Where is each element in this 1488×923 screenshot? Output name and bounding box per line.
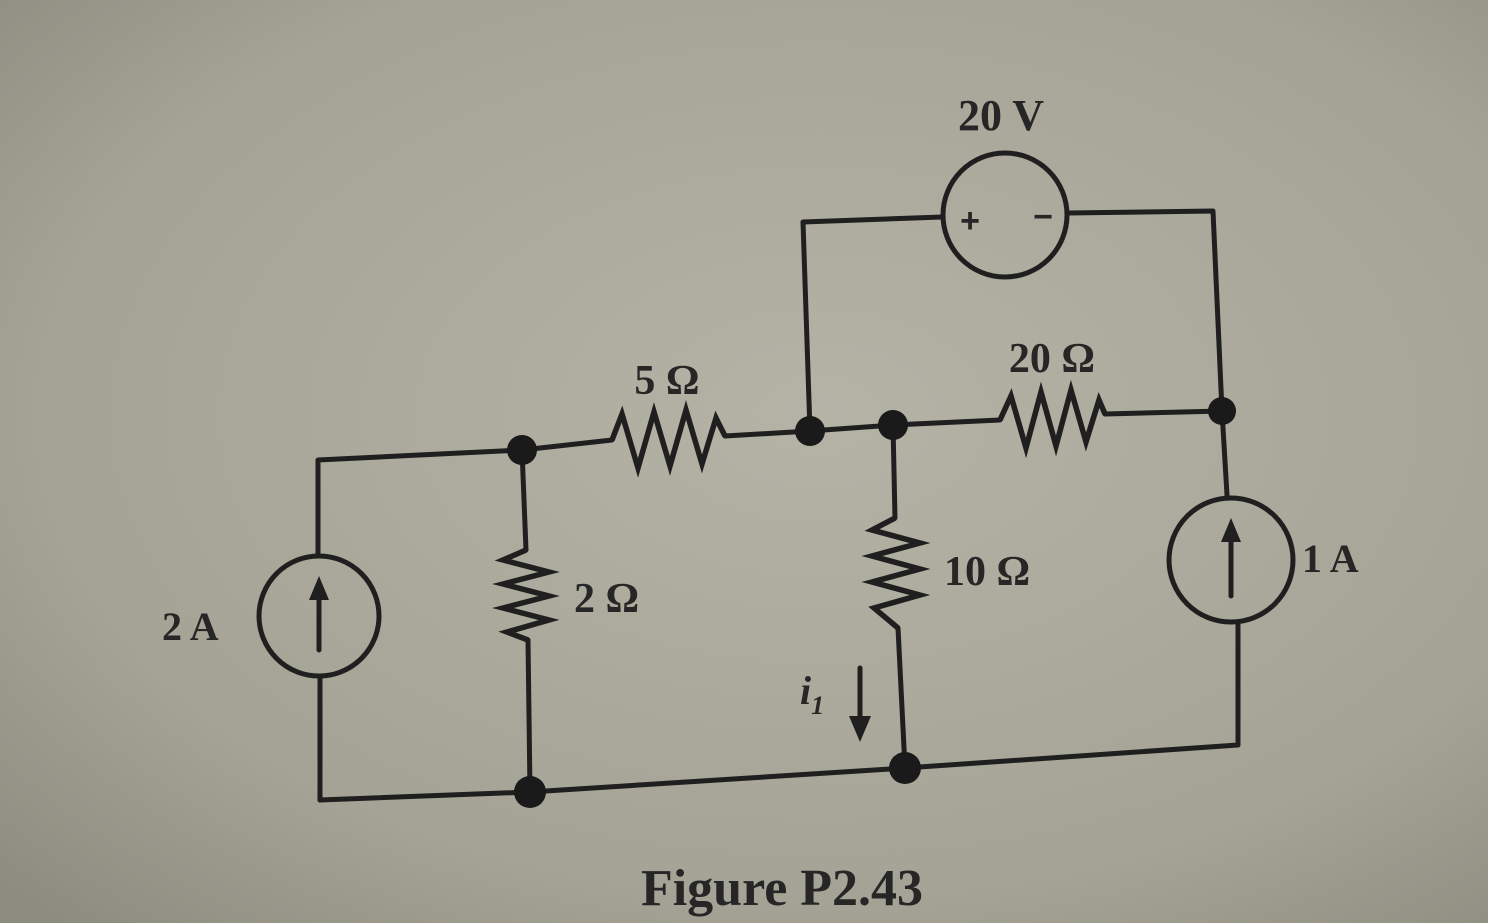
resistor-10-label: 10 Ω [944, 549, 1030, 595]
wire-top-left [800, 214, 945, 434]
minus-sign: − [1033, 198, 1053, 236]
current-source-2a-label: 2 A [162, 604, 219, 649]
wire-10ohm-bottom [895, 625, 908, 771]
node-middle-a [795, 416, 825, 446]
wire-bottom-middle [527, 765, 908, 795]
wire-to-20ohm [890, 417, 1003, 428]
node-right-bottom [889, 752, 921, 784]
wire-left-loop [315, 447, 525, 558]
nodes [507, 397, 1236, 808]
wire-bottom-right [902, 622, 1241, 771]
wire-from-20ohm [1102, 408, 1225, 417]
resistors [492, 379, 1108, 643]
current-subscript: 1 [811, 691, 824, 720]
node-right-top [1208, 397, 1236, 425]
current-symbol: i [800, 668, 811, 713]
node-left-bottom [514, 776, 546, 808]
current-source-2a-circle [256, 553, 382, 679]
wire-to-5ohm [519, 437, 615, 453]
wire-bottom-left [317, 789, 533, 803]
wire-1a-source-top [1219, 408, 1230, 498]
resistor-10-ohm [861, 515, 931, 631]
resistor-20-ohm [997, 379, 1108, 459]
resistor-5-ohm [609, 400, 728, 478]
voltage-source-label: 20 V [958, 91, 1044, 140]
resistor-20-label: 20 Ω [1009, 336, 1095, 382]
current-source-2a [256, 553, 382, 679]
plus-sign: + [960, 202, 980, 240]
wire-2ohm-top [519, 447, 529, 553]
arrowhead-up-icon [309, 576, 329, 600]
figure-caption: Figure P2.43 [641, 860, 923, 917]
current-i1-label: i1 [800, 668, 824, 720]
voltage-source-circle [940, 150, 1070, 280]
node-left-top [507, 435, 537, 465]
labels: 20 V 5 Ω 20 Ω 2 Ω 10 Ω 2 A 1 A i1 Figure… [162, 91, 1359, 917]
voltage-source-20v: + − [940, 150, 1070, 280]
current-source-1a-label: 1 A [1302, 536, 1359, 581]
wire-2ohm-bottom [525, 637, 533, 795]
wires [315, 208, 1241, 803]
arrowhead-down-icon [849, 716, 871, 742]
node-middle-b [878, 410, 908, 440]
wire-top-right [1065, 208, 1225, 414]
resistor-2-ohm [492, 547, 560, 643]
arrowhead-up-icon [1221, 518, 1241, 542]
resistor-2-label: 2 Ω [574, 576, 639, 622]
current-i1-arrow [849, 665, 871, 742]
current-source-1a [1166, 495, 1296, 625]
wire-10ohm-top [890, 422, 898, 521]
current-source-1a-circle [1166, 495, 1296, 625]
resistor-5-label: 5 Ω [634, 358, 699, 404]
